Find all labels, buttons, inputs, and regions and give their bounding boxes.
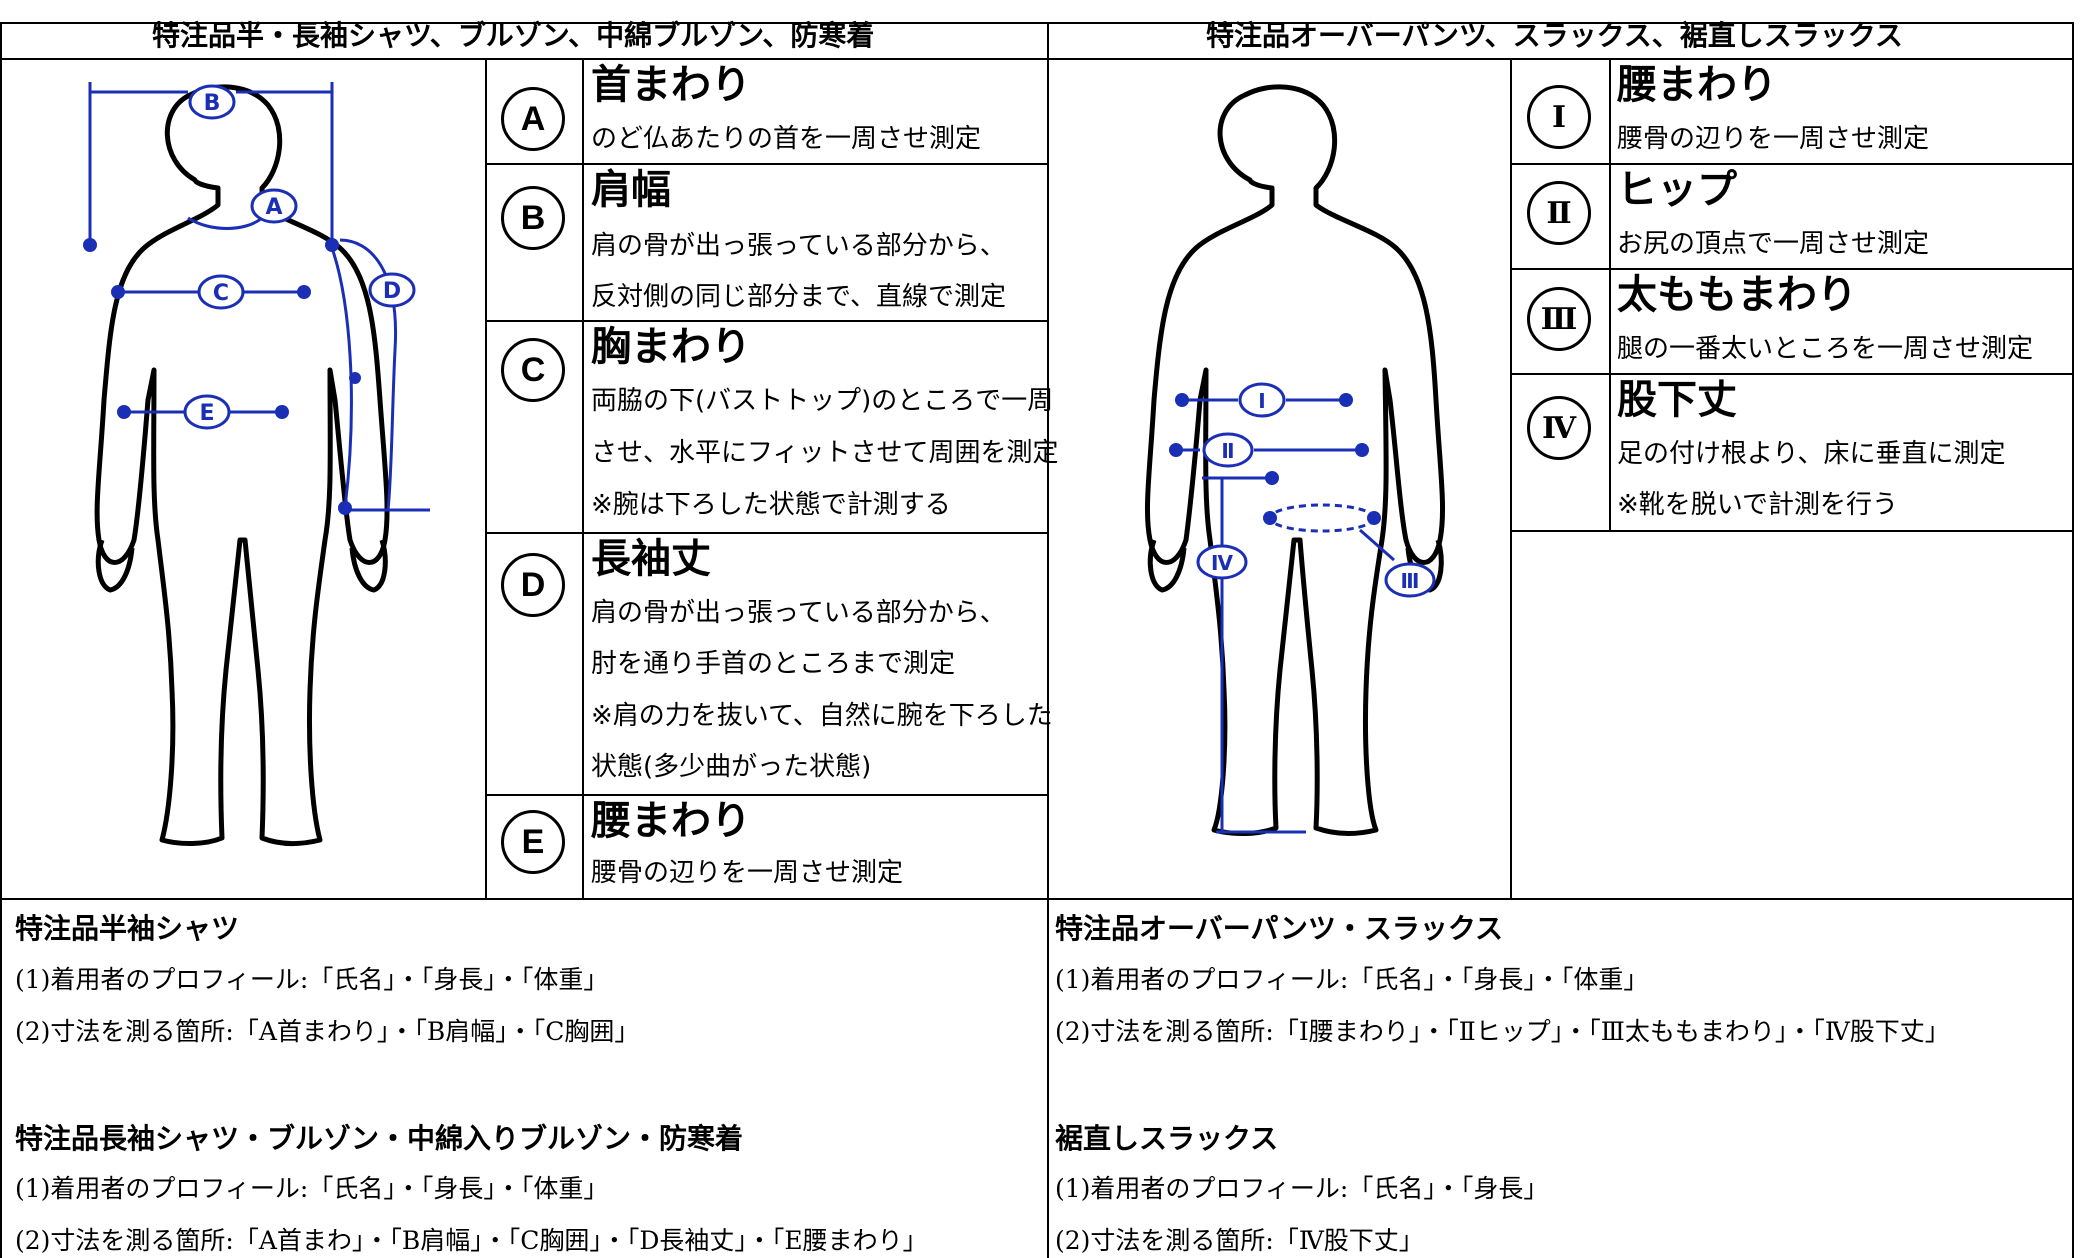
measure-4-line: 足の付け根より、床に垂直に測定	[1617, 439, 2006, 469]
upper-code-divider	[582, 58, 584, 900]
measure-4-title: 股下丈	[1617, 377, 1737, 423]
measure-2-title: ヒップ	[1617, 167, 1737, 213]
measure-d-title: 長袖丈	[591, 536, 711, 582]
measure-c-title: 胸まわり	[591, 324, 751, 370]
upper-body-diagram: B A C D E	[83, 82, 430, 846]
upper-row-sep	[485, 532, 1049, 534]
measure-d-line: 肘を通り手首のところまで測定	[591, 649, 956, 679]
code-2-badge: Ⅱ	[1527, 181, 1591, 245]
table-right-border	[2072, 22, 2074, 1258]
measure-4-line: ※靴を脱いで計測を行う	[1617, 490, 1899, 520]
measure-2-line: お尻の頂点で一周させ測定	[1617, 229, 1930, 259]
code-e-badge: E	[501, 810, 565, 874]
upper-row-sep	[485, 163, 1049, 165]
figure-label-d: D	[383, 279, 401, 304]
measure-c-line: 両脇の下(バストトップ)のところで一周	[591, 386, 1054, 416]
right-hand	[349, 539, 388, 593]
section-line: (1)着用者のプロフィール:「氏名」・「身長」・「体重」	[15, 1174, 609, 1203]
header-left: 特注品半・長袖シャツ、ブルゾン、中綿ブルゾン、防寒着	[152, 19, 875, 52]
code-a-badge: A	[501, 87, 565, 151]
figure-label-2: Ⅱ	[1221, 439, 1234, 463]
figure-label-e: E	[199, 401, 214, 426]
code-d-badge: D	[501, 553, 565, 617]
center-divider	[1047, 22, 1049, 1258]
lower-body-diagram: Ⅰ Ⅱ Ⅲ Ⅳ	[1144, 84, 1446, 836]
upper-row-sep	[485, 320, 1049, 322]
table-top-border	[0, 22, 2074, 24]
measure-1-title: 腰まわり	[1617, 62, 1777, 108]
figure-label-1: Ⅰ	[1258, 389, 1265, 413]
section-line: (2)寸法を測る箇所:「A首まわり」・「B肩幅」・「C胸囲」	[15, 1017, 640, 1046]
section-title: 特注品長袖シャツ・ブルゾン・中綿入りブルゾン・防寒着	[15, 1122, 744, 1155]
measure-a-line: のど仏あたりの首を一周させ測定	[591, 124, 982, 154]
lower-row-sep	[1510, 163, 2074, 165]
measure-a-title: 首まわり	[591, 62, 751, 108]
head-outline	[94, 84, 390, 846]
measure-d-line: 状態(多少曲がった状態)	[591, 752, 872, 782]
code-1-badge: Ⅰ	[1527, 85, 1591, 149]
code-b-badge: B	[501, 186, 565, 250]
header-bottom-border	[0, 58, 2074, 60]
section-line: (2)寸法を測る箇所:「A首まわ」・「B肩幅」・「C胸囲」・「D長袖丈」・「E腰…	[15, 1226, 928, 1255]
lower-row-sep	[1510, 268, 2074, 270]
measure-3-line: 腿の一番太いところを一周させ測定	[1617, 334, 2034, 364]
section-line: (1)着用者のプロフィール:「氏名」・「身長」・「体重」	[1055, 965, 1649, 994]
header-right: 特注品オーバーパンツ、スラックス、裾直しスラックス	[1206, 19, 1903, 52]
measure-b-line: 反対側の同じ部分まで、直線で測定	[591, 282, 1006, 312]
section-title: 特注品半袖シャツ	[15, 912, 240, 945]
figure-label-a: A	[265, 195, 282, 220]
measure-3-title: 太ももまわり	[1617, 272, 1857, 318]
measure-b-line: 肩の骨が出っ張っている部分から、	[591, 231, 1006, 261]
lower-figure-divider	[1510, 58, 1512, 900]
measure-c-line: させ、水平にフィットさせて周囲を測定	[591, 438, 1059, 468]
figures-bottom-border	[0, 898, 2074, 900]
left-hand	[95, 539, 135, 593]
section-line: (1)着用者のプロフィール:「氏名」・「身長」・「体重」	[15, 965, 609, 994]
section-line: (2)寸法を測る箇所:「Ⅳ股下丈」	[1055, 1226, 1424, 1255]
measure-e-title: 腰まわり	[591, 798, 751, 844]
upper-row-sep	[485, 794, 1049, 796]
upper-figure-divider	[485, 58, 487, 900]
measure-e-line: 腰骨の辺りを一周させ測定	[591, 858, 904, 888]
section-line: (2)寸法を測る箇所:「Ⅰ腰まわり」・「Ⅱヒップ」・「Ⅲ太ももまわり」・「Ⅳ股下…	[1055, 1017, 1950, 1046]
section-title: 特注品オーバーパンツ・スラックス	[1055, 912, 1504, 945]
lower-code-divider	[1609, 58, 1611, 532]
table-left-border	[0, 22, 2, 1258]
measure-c-line: ※腕は下ろした状態で計測する	[591, 490, 951, 520]
code-4-badge: Ⅳ	[1527, 396, 1591, 460]
lower-row-sep	[1510, 373, 2074, 375]
figure-label-4: Ⅳ	[1211, 551, 1233, 575]
code-c-badge: C	[501, 338, 565, 402]
figure-label-3: Ⅲ	[1401, 569, 1420, 593]
measure-d-line: ※肩の力を抜いて、自然に腕を下ろした	[591, 701, 1053, 731]
figure-label-b: B	[204, 91, 221, 116]
measure-d-line: 肩の骨が出っ張っている部分から、	[591, 598, 1006, 628]
measure-1-line: 腰骨の辺りを一周させ測定	[1617, 124, 1930, 154]
section-line: (1)着用者のプロフィール:「氏名」・「身長」	[1055, 1174, 1549, 1203]
lower-row-sep	[1510, 530, 2074, 532]
code-3-badge: Ⅲ	[1527, 287, 1591, 351]
section-title: 裾直しスラックス	[1055, 1122, 1279, 1155]
body-outline	[1144, 84, 1446, 836]
figure-label-c: C	[213, 281, 229, 306]
measure-b-title: 肩幅	[591, 167, 671, 213]
